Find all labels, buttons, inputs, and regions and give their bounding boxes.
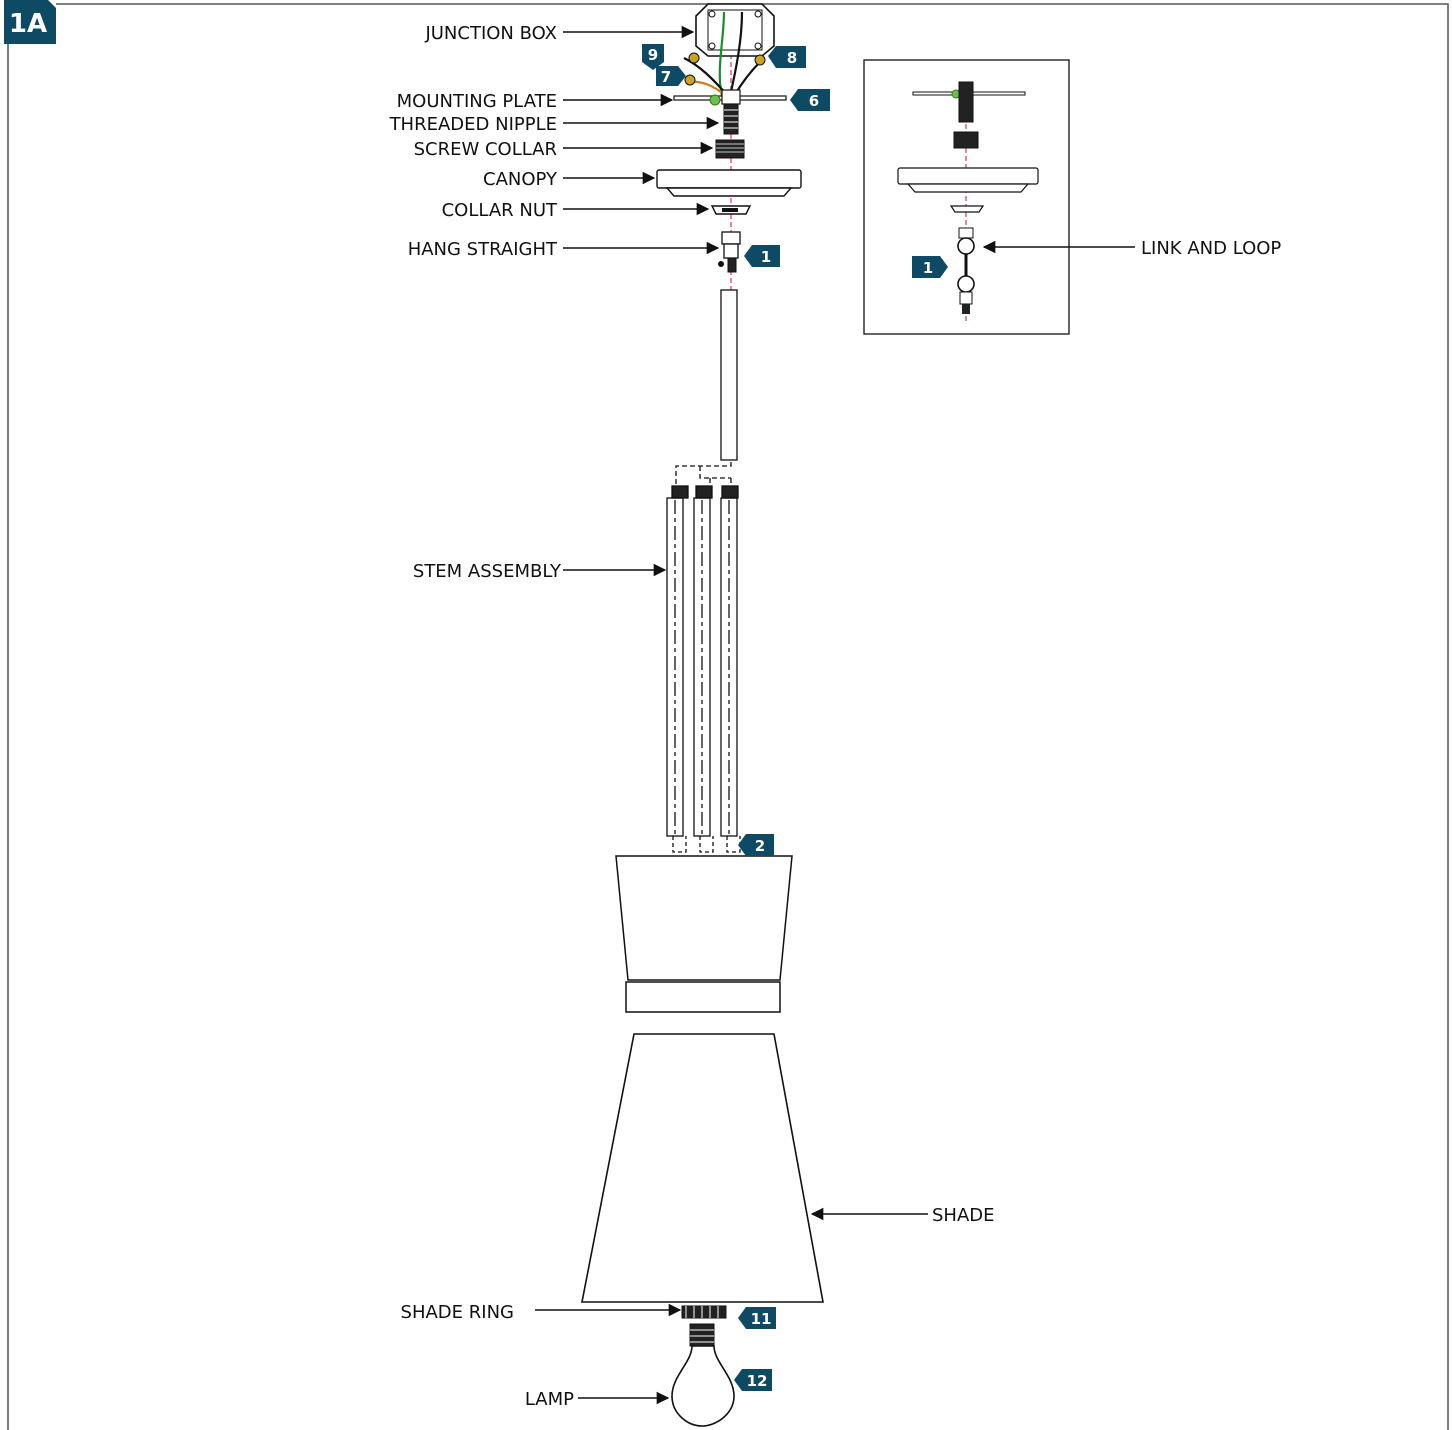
tag-2: 2 <box>738 834 774 856</box>
inset-panel <box>863 59 1070 335</box>
tag-11: 11 <box>738 1307 776 1329</box>
label-collar-nut: COLLAR NUT <box>442 200 558 221</box>
svg-text:7: 7 <box>661 68 671 86</box>
svg-text:2: 2 <box>755 837 765 855</box>
shade-part <box>581 1033 824 1303</box>
screw-collar-part <box>715 139 745 159</box>
tag-7: 7 <box>656 66 686 86</box>
svg-text:1: 1 <box>761 248 771 266</box>
label-canopy: CANOPY <box>483 169 558 190</box>
svg-text:11: 11 <box>751 1310 772 1328</box>
shade-ring-part <box>681 1305 727 1319</box>
canopy-part <box>656 169 802 197</box>
label-screw-collar: SCREW COLLAR <box>414 139 557 160</box>
svg-text:12: 12 <box>747 1372 768 1390</box>
label-hang-straight: HANG STRAIGHT <box>408 239 558 260</box>
mounting-plate-part <box>673 89 787 106</box>
step-badge: 1A <box>4 0 56 44</box>
label-threaded-nipple: THREADED NIPPLE <box>389 114 557 135</box>
hang-straight-part <box>718 231 741 273</box>
svg-text:1: 1 <box>923 259 933 277</box>
tag-8: 8 <box>768 46 806 68</box>
svg-text:9: 9 <box>648 46 658 64</box>
label-shade-ring: SHADE RING <box>401 1302 514 1323</box>
label-mounting-plate: MOUNTING PLATE <box>397 91 557 112</box>
tag-6: 6 <box>790 89 830 111</box>
tag-1-inset: 1 <box>912 256 948 278</box>
label-lamp: LAMP <box>525 1389 574 1410</box>
svg-text:8: 8 <box>787 49 797 67</box>
junction-box-part <box>695 3 775 57</box>
label-stem-assembly: STEM ASSEMBLY <box>413 561 562 582</box>
lamp-part <box>671 1323 735 1427</box>
tag-1-main: 1 <box>744 245 780 267</box>
threaded-nipple-part <box>723 103 739 135</box>
label-shade: SHADE <box>932 1205 995 1226</box>
svg-text:6: 6 <box>809 92 819 110</box>
stem-assembly-part <box>666 462 741 853</box>
leader-lines <box>535 25 1135 1405</box>
label-link-and-loop: LINK AND LOOP <box>1141 238 1281 259</box>
body-part <box>615 855 793 1013</box>
top-stem-part <box>720 289 738 461</box>
step-number: 1A <box>9 9 47 39</box>
collar-nut-part <box>710 205 752 215</box>
tag-12: 12 <box>734 1369 772 1391</box>
tag-9: 9 <box>642 44 664 70</box>
label-junction-box: JUNCTION BOX <box>424 23 557 44</box>
